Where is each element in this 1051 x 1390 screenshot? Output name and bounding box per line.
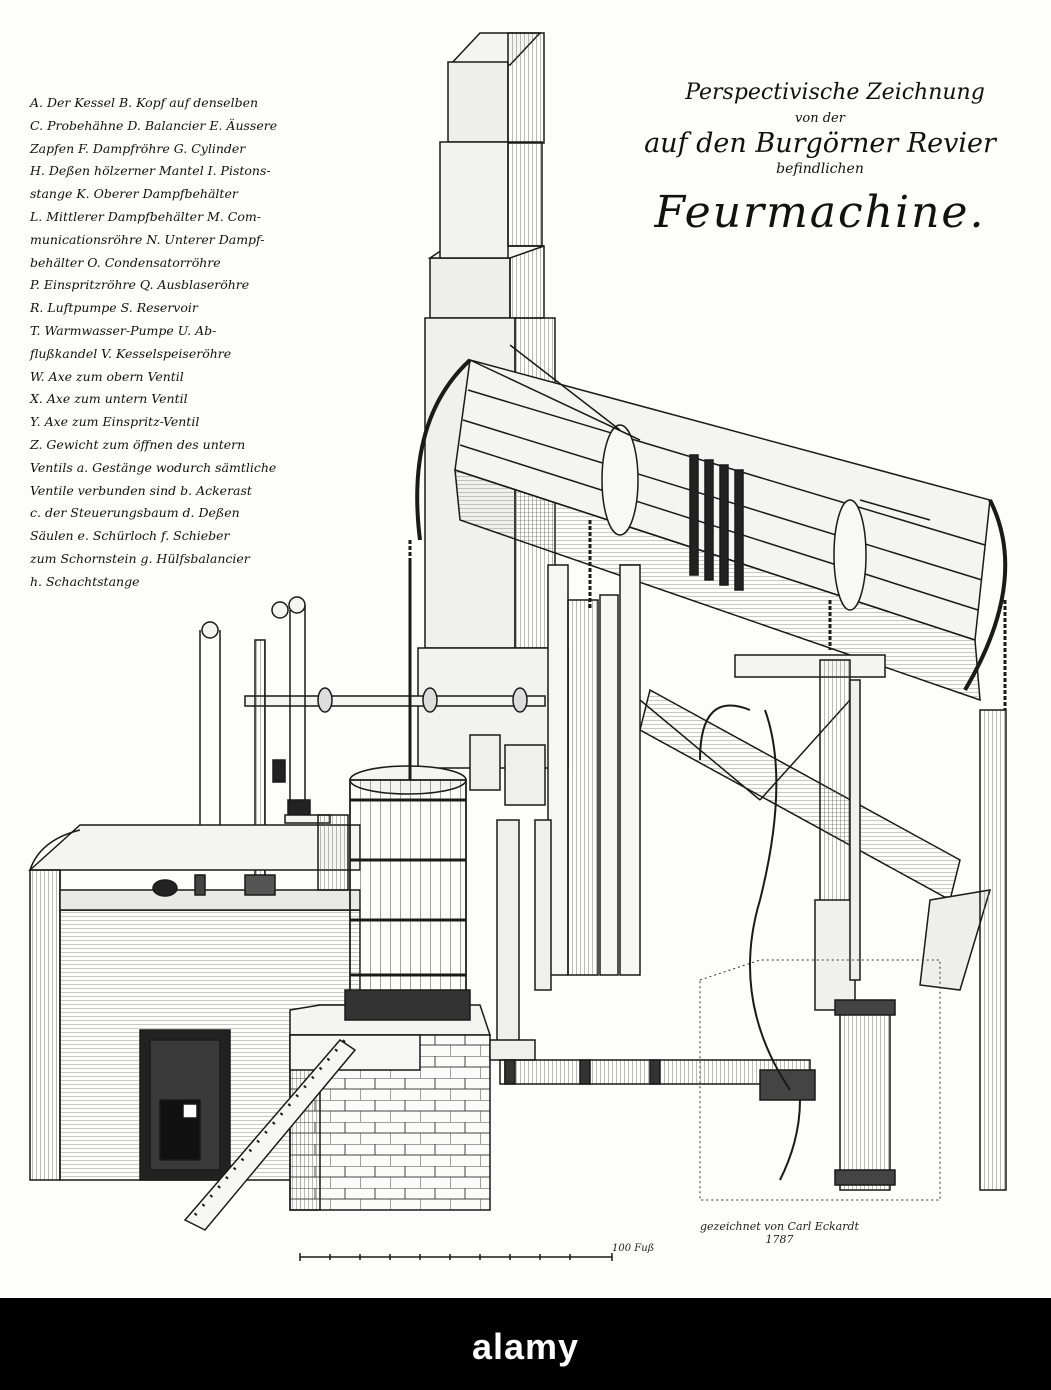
cylinder <box>344 560 471 1021</box>
legend-line: W. Axe zum obern Ventil <box>30 368 184 384</box>
balancier-beam <box>408 344 1008 750</box>
scale-label: 100 Fuß <box>612 1243 655 1254</box>
legend-line: T. Warmwasser-Pumpe U. Ab- <box>30 322 217 338</box>
legend-line: c. der Steuerungsbaum d. Deßen <box>30 505 240 521</box>
axle-rod <box>244 687 546 713</box>
title-line-5: Feurmachine. <box>654 187 986 238</box>
legend-line: behälter O. Condensatorröhre <box>30 254 221 270</box>
legend-line: stange K. Oberer Dampfbehälter <box>30 186 238 202</box>
title-line-2: von der <box>795 111 845 126</box>
air-pump <box>814 659 896 1191</box>
legend-line: Säulen e. Schürloch f. Schieber <box>30 528 230 544</box>
legend-line: R. Luftpumpe S. Reservoir <box>30 300 198 316</box>
legend-line: H. Deßen hölzerner Mantel I. Pistons- <box>30 163 271 179</box>
legend-line: zum Schornstein g. Hülfsbalancier <box>30 550 250 566</box>
title-line-3: auf den Burgörner Revier <box>644 128 996 159</box>
legend: A. Der Kessel B. Kopf auf denselben C. P… <box>30 92 360 594</box>
feed-pipes <box>699 704 801 1181</box>
signature-line-2: 1787 <box>765 1233 794 1246</box>
condenser-pipes <box>469 734 816 1101</box>
legend-line: flußkandel V. Kesselspeiseröhre <box>30 345 232 361</box>
legend-line: Ventile verbunden sind b. Ackerast <box>30 482 252 498</box>
signature: gezeichnet von Carl Eckardt 1787 <box>700 1220 859 1246</box>
legend-line: h. Schachtstange <box>30 573 140 589</box>
legend-line: Y. Axe zum Einspritz-Ventil <box>30 414 200 430</box>
title-line-1: Perspectivische Zeichnung <box>685 80 985 105</box>
title-line-4: befindlichen <box>776 161 864 177</box>
legend-line: C. Probehähne D. Balancier E. Äussere <box>30 117 278 133</box>
legend-line: Ventils a. Gestänge wodurch sämtliche <box>30 459 277 475</box>
signature-line-1: gezeichnet von Carl Eckardt <box>700 1220 859 1233</box>
support-frame <box>639 654 992 991</box>
legend-line: A. Der Kessel B. Kopf auf denselben <box>30 95 259 110</box>
watermark-footer: alamy <box>0 1298 1051 1390</box>
scale-bar <box>299 1253 613 1261</box>
legend-line: Z. Gewicht zum öffnen des untern <box>30 436 246 452</box>
legend-line: P. Einspritzröhre Q. Ausblaseröhre <box>30 277 250 293</box>
watermark-text: alamy <box>471 1326 580 1367</box>
legend-line: Zapfen F. Dampfröhre G. Cylinder <box>30 140 246 156</box>
engraving-plate: A. Der Kessel B. Kopf auf denselben C. P… <box>28 32 1010 1261</box>
legend-line: municationsröhre N. Unterer Dampf- <box>30 231 265 247</box>
beam-weights <box>689 454 744 591</box>
vertical-timbers <box>547 564 1007 1191</box>
legend-line: L. Mittlerer Dampfbehälter M. Com- <box>30 208 261 224</box>
title-block: Perspectivische Zeichnung von der auf de… <box>630 80 1010 238</box>
steam-engine-drawing <box>28 32 1008 1261</box>
legend-line: X. Axe zum untern Ventil <box>30 391 188 407</box>
